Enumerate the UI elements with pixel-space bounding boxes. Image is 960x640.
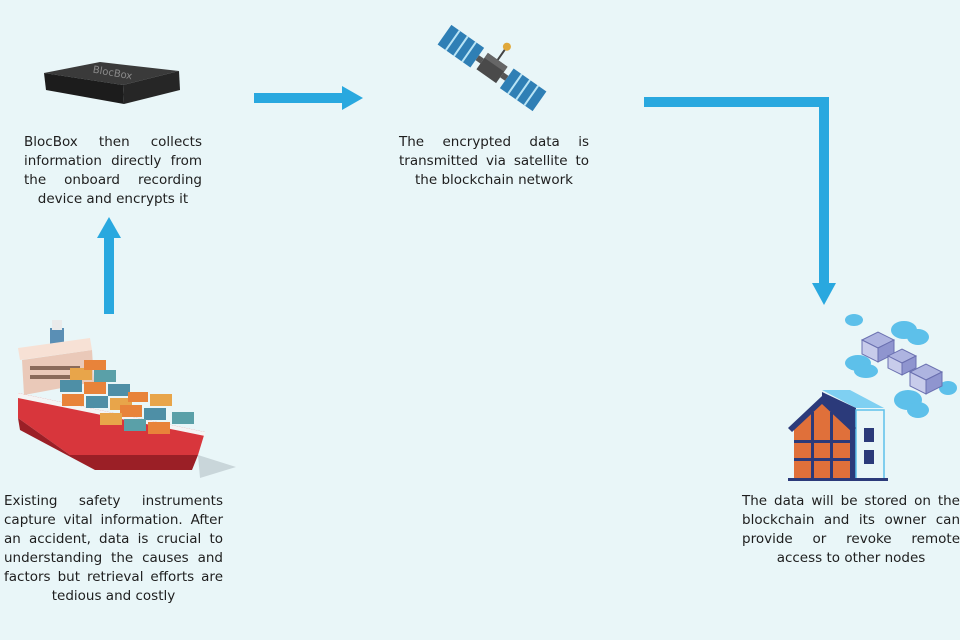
cargo-ship-icon bbox=[18, 320, 236, 478]
blocbox-caption: BlocBox then collects information direct… bbox=[24, 134, 202, 207]
satellite-icon bbox=[437, 24, 547, 112]
storage-caption: The data will be stored on the blockchai… bbox=[742, 493, 960, 566]
ship-caption: Existing safety instruments capture vita… bbox=[4, 493, 223, 604]
storage-building-icon bbox=[788, 390, 888, 481]
arrow-ship-to-blocbox bbox=[97, 217, 121, 314]
blockchain-network-icon bbox=[845, 314, 957, 418]
arrow-satellite-to-storage bbox=[644, 97, 836, 305]
satellite-caption: The encrypted data is transmitted via sa… bbox=[399, 134, 589, 188]
blocbox-device-icon: BlocBox bbox=[44, 62, 180, 104]
arrow-blocbox-to-satellite bbox=[254, 86, 363, 110]
